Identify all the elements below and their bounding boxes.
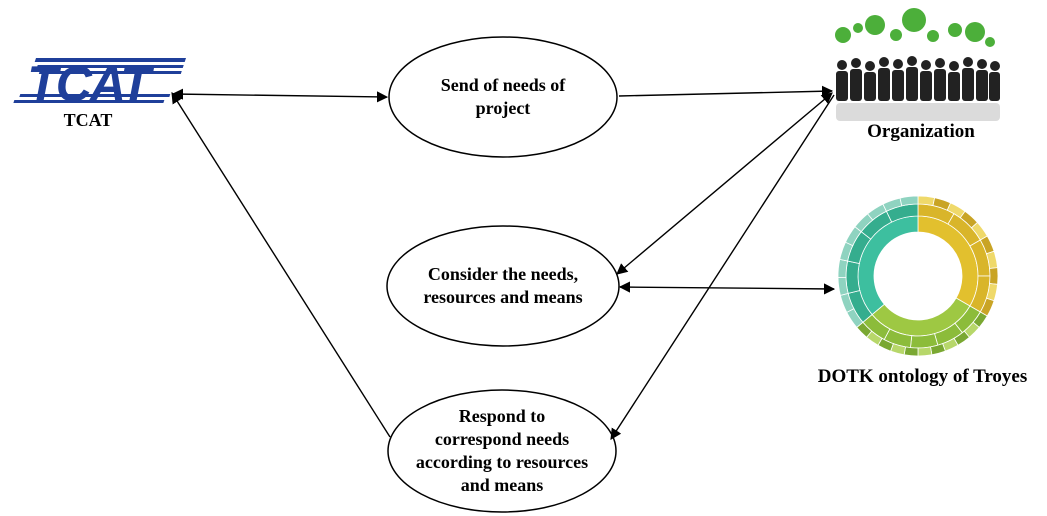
edge-organization-consider [616, 92, 833, 275]
edge-consider-ontology [618, 281, 836, 295]
process-consider-label: Consider the needs,resources and means [423, 264, 583, 307]
edge-organization-respond [610, 94, 835, 440]
tcat-label: TCAT [63, 110, 113, 130]
ontology-label: DOTK ontology of Troyes [817, 366, 1028, 387]
edge-send-organization [618, 85, 834, 97]
tcat-logo-icon: TCAT [13, 56, 186, 112]
people-group-icon [835, 8, 1000, 121]
edge-tcat-send [171, 88, 389, 103]
sunburst-chart-icon [837, 195, 999, 357]
edge-respond-tcat [171, 92, 391, 438]
tcat-logo-text: TCAT [27, 56, 155, 112]
organization-label: Organization [867, 121, 975, 142]
process-respond-ellipse[interactable] [387, 389, 617, 513]
